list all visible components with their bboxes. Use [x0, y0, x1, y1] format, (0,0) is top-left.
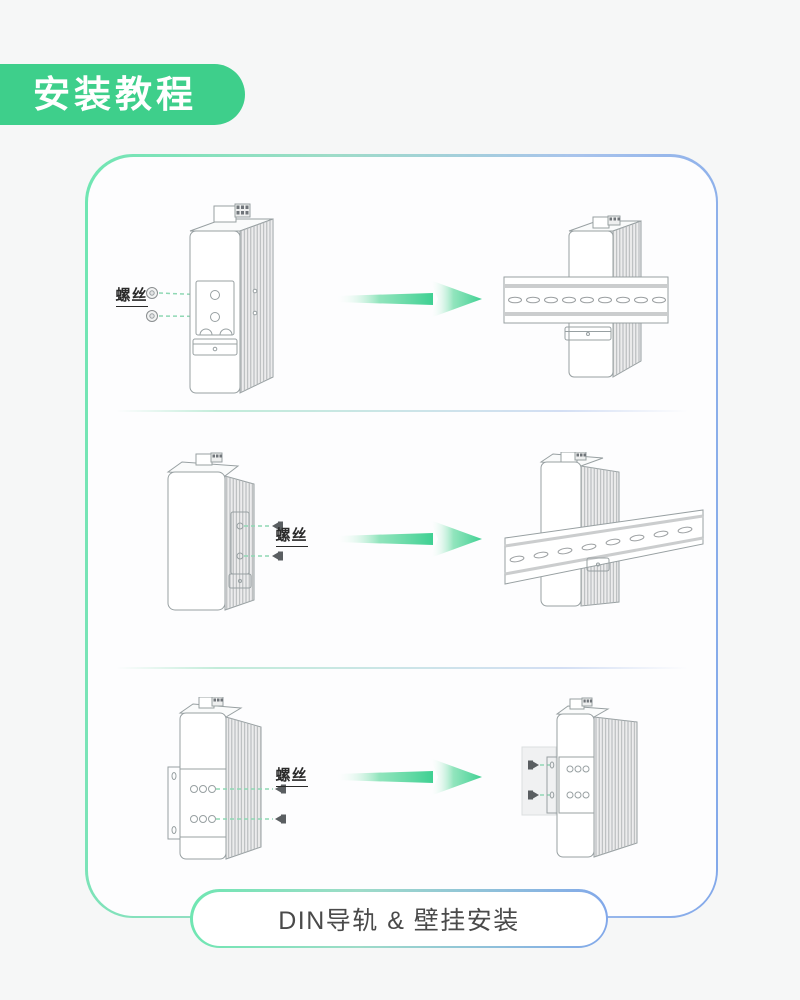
- step-row-din-clip-rear: 螺丝: [88, 411, 716, 668]
- illustration-mounted-on-wall: [521, 697, 637, 858]
- illustration-mounted-diagonal-rail: [504, 451, 703, 607]
- terminal-block: [592, 216, 609, 228]
- arrow-right-icon: [334, 279, 482, 318]
- device-body: [178, 696, 261, 860]
- caption-label: DIN导轨 & 壁挂安装: [278, 906, 520, 935]
- din-clip: [564, 326, 611, 340]
- din-clip: [228, 511, 251, 588]
- device-body: [166, 452, 254, 611]
- din-clip: [586, 557, 609, 571]
- illustration-mounted-horizontal-rail: [503, 215, 668, 378]
- screw-label: 螺丝: [275, 527, 308, 547]
- dashed-guide-line: [158, 314, 208, 317]
- content-panel-border: 螺丝: [85, 154, 718, 918]
- step-row-din-clip-front: 螺丝: [88, 157, 716, 411]
- arrow-right-icon: [334, 757, 482, 796]
- screw-icon: [271, 521, 283, 560]
- screw-label: 螺丝: [115, 287, 148, 307]
- dashed-guide-line: [158, 291, 208, 296]
- row-divider: [115, 666, 688, 669]
- terminal-block: [213, 205, 236, 222]
- caption-pill: DIN导轨 & 壁挂安装: [192, 891, 606, 946]
- tutorial-title-label: 安装教程: [33, 74, 197, 115]
- screw-icon: [527, 760, 539, 799]
- wall-mount-plate: [167, 766, 226, 839]
- illustration-din-clip-rear-attach: [166, 452, 283, 611]
- screw-icon: [145, 286, 158, 322]
- arrow-right-icon: [334, 519, 482, 558]
- device-body: [189, 203, 273, 394]
- din-clip: [192, 280, 237, 355]
- din-rail: [503, 276, 668, 323]
- illustration-din-clip-attach: [145, 203, 273, 394]
- tutorial-title-badge: 安装教程: [0, 64, 245, 125]
- illustration-wall-plate-attach: [167, 696, 286, 860]
- step-row-wall-mount: 螺丝: [88, 668, 716, 916]
- device-body: [555, 697, 637, 858]
- screw-label: 螺丝: [275, 767, 308, 787]
- content-panel: 螺丝: [87, 156, 716, 916]
- row-divider: [115, 409, 688, 412]
- din-rail: [504, 508, 703, 585]
- terminal-block: [195, 453, 212, 465]
- screw-icon: [274, 784, 286, 823]
- caption-pill-border: DIN导轨 & 壁挂安装: [190, 889, 608, 948]
- wall-surface: [521, 746, 556, 815]
